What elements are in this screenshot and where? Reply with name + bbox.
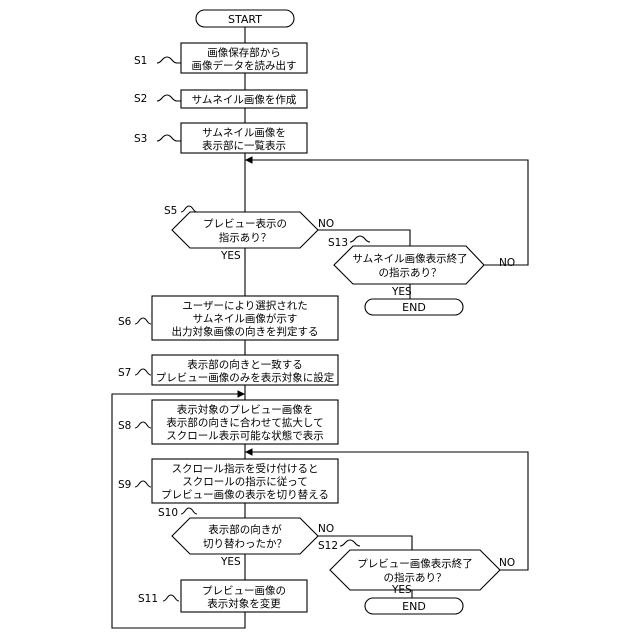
- step-text-line: スクロールの指示に従って: [182, 475, 307, 488]
- branch-label-no: NO: [318, 218, 334, 230]
- step-text-line: プレビュー画像の: [202, 585, 286, 597]
- leader-squiggle-icon: [181, 206, 197, 212]
- step-id-s10: S10: [158, 507, 178, 519]
- process-step-s6: ユーザーにより選択された サムネイル画像が示す 出力対象画像の向きを判定する: [152, 296, 338, 340]
- start-terminal: START: [196, 10, 294, 27]
- branch-label-yes: YES: [220, 250, 241, 262]
- branch-label-yes: YES: [391, 584, 412, 596]
- process-step-s9: スクロール指示を受け付けると スクロールの指示に従って プレビュー画像の表示を切…: [152, 459, 338, 503]
- step-text-line: 表示対象を変更: [207, 597, 281, 610]
- branch-label-yes: YES: [220, 556, 241, 568]
- leader-squiggle-icon: [350, 236, 370, 242]
- branch-label-no: NO: [499, 557, 515, 569]
- process-step-s3: サムネイル画像を 表示部に一覧表示: [181, 123, 307, 153]
- step-text-line: 表示部の向きに合わせて拡大して: [166, 416, 323, 429]
- decision-text-line: プレビュー画像表示終了: [357, 557, 473, 570]
- process-step-s7: 表示部の向きと一致する プレビュー画像のみを表示対象に設定: [152, 355, 338, 385]
- decision-s5: プレビュー表示の 指示あり？: [172, 212, 318, 248]
- branch-label-yes: YES: [391, 286, 412, 298]
- decision-s12: プレビュー画像表示終了 の指示あり？: [330, 550, 500, 590]
- leader-squiggle-icon: [157, 57, 181, 63]
- step-text-line: 画像データを読み出す: [192, 59, 297, 72]
- decision-s10: 表示部の向きが 切り替わったか？: [172, 518, 318, 554]
- start-label: START: [228, 13, 262, 26]
- step-id-s3: S3: [134, 133, 147, 145]
- end-label: END: [402, 301, 426, 314]
- step-text-line: サムネイル画像を作成: [192, 94, 297, 106]
- step-id-s11: S11: [138, 593, 158, 605]
- leader-squiggle-icon: [135, 318, 151, 324]
- decision-text-line: の指示あり？: [379, 266, 442, 279]
- leader-squiggle-icon: [163, 595, 179, 601]
- decision-text-line: サムネイル画像表示終了: [352, 252, 467, 265]
- process-step-s2: サムネイル画像を作成: [181, 90, 307, 108]
- step-id-s9: S9: [118, 479, 131, 491]
- leader-squiggle-icon: [135, 422, 151, 428]
- leader-squiggle-icon: [340, 540, 360, 546]
- step-id-s12: S12: [318, 540, 338, 552]
- process-step-s11: プレビュー画像の 表示対象を変更: [181, 580, 307, 612]
- end-label: END: [402, 600, 426, 613]
- decision-s13: サムネイル画像表示終了 の指示あり？: [334, 246, 484, 284]
- step-id-s7: S7: [118, 367, 131, 379]
- end-terminal-preview: END: [365, 598, 463, 614]
- step-text-line: スクロール指示を受け付けると: [172, 462, 319, 475]
- process-step-s1: 画像保存部から 画像データを読み出す: [181, 43, 307, 73]
- step-text-line: 出力対象画像の向きを判定する: [172, 325, 319, 338]
- leader-squiggle-icon: [157, 95, 181, 101]
- end-terminal-thumbnail: END: [365, 299, 463, 315]
- step-text-line: サムネイル画像を: [202, 127, 286, 139]
- leader-squiggle-icon: [181, 508, 197, 514]
- step-id-s2: S2: [134, 93, 147, 105]
- step-id-s6: S6: [118, 316, 132, 328]
- step-text-line: 表示部の向きと一致する: [187, 358, 303, 371]
- step-id-s1: S1: [134, 55, 147, 67]
- branch-label-no: NO: [499, 257, 515, 269]
- step-text-line: サムネイル画像が示す: [193, 312, 298, 325]
- step-text-line: スクロール表示可能な状態で表示: [166, 429, 324, 442]
- decision-text-line: プレビュー表示の: [203, 217, 287, 230]
- decision-text-line: の指示あり？: [384, 571, 447, 584]
- process-step-s8: 表示対象のプレビュー画像を 表示部の向きに合わせて拡大して スクロール表示可能な…: [152, 400, 338, 444]
- step-text-line: プレビュー画像の表示を切り替える: [161, 488, 329, 501]
- step-text-line: ユーザーにより選択された: [182, 299, 308, 312]
- leader-squiggle-icon: [135, 481, 151, 487]
- step-text-line: 表示対象のプレビュー画像を: [177, 403, 314, 416]
- step-text-line: プレビュー画像のみを表示対象に設定: [156, 371, 335, 384]
- step-id-s5: S5: [164, 205, 177, 217]
- step-text-line: 画像保存部から: [207, 46, 281, 59]
- step-text-line: 表示部に一覧表示: [202, 139, 286, 152]
- decision-text-line: 指示あり？: [219, 231, 272, 244]
- step-id-s8: S8: [118, 420, 131, 432]
- decision-text-line: 切り替わったか？: [203, 537, 287, 550]
- branch-label-no: NO: [318, 523, 334, 535]
- leader-squiggle-icon: [135, 369, 151, 375]
- decision-text-line: 表示部の向きが: [208, 523, 282, 536]
- step-id-s13: S13: [328, 237, 348, 249]
- leader-squiggle-icon: [157, 135, 181, 141]
